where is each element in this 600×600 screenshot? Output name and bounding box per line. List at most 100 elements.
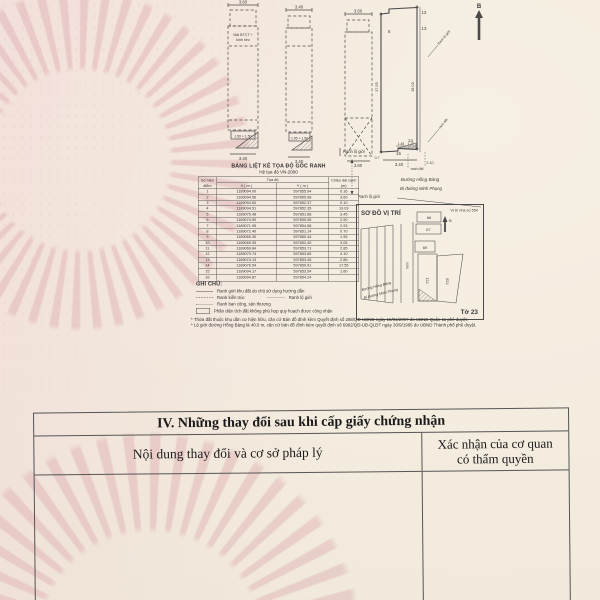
alley: hẻm xyxy=(400,222,414,303)
svg-text:ranh đất: ranh đất xyxy=(438,118,449,130)
sheet-label: Tờ 23 xyxy=(461,309,479,316)
point-label: 14 xyxy=(408,138,413,143)
section-iv-table: IV. Những thay đổi sau khi cấp giấy chứn… xyxy=(33,407,571,600)
dim-label: 2.10 xyxy=(426,161,433,165)
coord-cell: 597853.65 xyxy=(275,251,329,258)
legend-item: Ranh giới khu đất do chủ sử dụng hướng d… xyxy=(196,289,436,294)
coord-cell: 597853.45 xyxy=(275,256,329,264)
coord-cell: 597850.91 xyxy=(275,262,329,269)
legend-item: Ranh kiến trúc Ranh lộ giới xyxy=(196,295,436,300)
col-length: Chiều dài cạnh (m) xyxy=(328,176,360,189)
legend-label: Ranh kiến trúc xyxy=(217,295,245,300)
point-label: 13 xyxy=(422,26,427,31)
note-line: * Lộ giới đường Hồng Bàng là 40.0 m, căn… xyxy=(191,322,477,328)
dim-label: 1.45 xyxy=(398,142,405,146)
box-label: 1.50 + 1.50 xyxy=(234,135,251,139)
coord-cell xyxy=(328,273,360,282)
dim-label: 0.7 xyxy=(375,156,380,160)
site-location-map: SƠ ĐỒ VỊ TRÍ Vị trí nhà số 554 B hẻm xyxy=(356,204,484,320)
svg-text:ranh đất: ranh đất xyxy=(411,167,424,171)
dim-label: 3.40 xyxy=(295,5,304,10)
parcel-number: 721 xyxy=(425,277,430,284)
leader-annotation: Ranh lộ giới ranh đất xyxy=(427,29,452,143)
notes: * Thửa đất thuộc khu dân cư hiện hữu, că… xyxy=(191,317,577,328)
street-label: Đi đường Minh Phụng xyxy=(400,186,442,191)
box-label: 1.95 + 1.50 xyxy=(291,137,308,141)
section-iv-header-row: Nội dung thay đổi và cơ sở pháp lý Xác n… xyxy=(34,431,569,476)
site-map-title: SƠ ĐỒ VỊ TRÍ xyxy=(361,209,401,217)
site-map-drawing: SƠ ĐỒ VỊ TRÍ Vị trí nhà số 554 B hẻm xyxy=(360,209,479,316)
col-header-confirmation: Xác nhận của cơ quan có thẩm quyền xyxy=(437,435,553,467)
legend-item: Ranh ban công, sân thượng xyxy=(196,302,436,307)
svg-text:Ranh lộ giới: Ranh lộ giới xyxy=(437,29,452,45)
dim-label: 3.60 xyxy=(354,163,363,168)
north-arrow-icon: B xyxy=(442,216,452,232)
point-label: 6 xyxy=(388,29,391,34)
site-map-subtitle: Vị trí nhà số 554 xyxy=(450,209,478,213)
parcel-4-subject: 6 12 13 14 15 17.55 19.03 1.45 1.70 0.7 … xyxy=(374,5,434,167)
coord-cell: 17.55 xyxy=(328,262,360,269)
dim-label: 3.60 xyxy=(354,9,363,14)
parcel-2: 3.40 1.95 + 1.50 3.40 xyxy=(285,5,313,164)
parcel-number: 69 xyxy=(423,245,428,250)
dim-label: 3.40 xyxy=(395,162,404,167)
legend-label: Phần diện tích đất không phù hợp quy hoạ… xyxy=(214,308,333,314)
parcel-3: 3.60 3.60 xyxy=(344,9,373,168)
note-line: * Thửa đất thuộc khu dân cư hiện hữu, că… xyxy=(191,317,468,322)
svg-text:B: B xyxy=(477,4,482,10)
dashed-line-icon xyxy=(196,297,213,298)
neighbor-strips xyxy=(360,224,394,304)
dim-label: 3.40 xyxy=(295,159,304,164)
empty-cell-content xyxy=(34,471,424,600)
legend-label: Ranh lộ giới xyxy=(288,295,312,300)
cadastral-drawing: 3.60 Mái BTCT + kính kéo 1.50 + 1.50 3.4… xyxy=(227,0,483,208)
solid-line-icon xyxy=(196,290,213,292)
coord-cell: 4.10 xyxy=(328,251,360,258)
coord-cell: 2.86 xyxy=(328,256,360,264)
roof-note: kính kéo xyxy=(236,38,250,42)
coord-cell: 597854.24 xyxy=(275,273,329,282)
dim-label: 1.70 xyxy=(408,142,415,146)
point-label: 15 xyxy=(396,151,401,156)
section-iv-empty-body xyxy=(34,470,570,600)
legend-item: Phần diện tích đất không phù hợp quy hoạ… xyxy=(196,308,436,314)
svg-text:Đường Hồng Bàng: Đường Hồng Bàng xyxy=(361,281,391,292)
svg-text:Ranh lộ giới: Ranh lộ giới xyxy=(358,194,380,199)
dim-label: 3.60 xyxy=(239,0,248,5)
dotted-line-icon xyxy=(267,297,285,298)
roof-note: Mái BTCT + xyxy=(233,33,252,37)
coord-cell: 597853.54 xyxy=(275,268,329,275)
legend: GHI CHÚ: Ranh giới khu đất do chủ sử dụn… xyxy=(196,281,436,316)
alley-label: hẻm xyxy=(406,262,410,269)
fine-dotted-line-icon xyxy=(196,303,213,305)
numbered-parcels: 66 67 69 721 728 xyxy=(414,211,464,304)
parcel-number: 66 xyxy=(427,215,432,220)
legend-title: GHI CHÚ: xyxy=(196,281,223,287)
legend-label: Ranh ban công, sân thượng xyxy=(217,301,271,307)
coordinate-table-subtitle: Hệ tọa độ VN-2000 xyxy=(259,169,298,175)
coordinate-table: Số hiệu điểm Tọa độ Chiều dài cạnh (m) X… xyxy=(198,176,360,282)
parcel-1: 3.60 Mái BTCT + kính kéo 1.50 + 1.50 3.4… xyxy=(227,0,259,161)
dim-label: 3.40 xyxy=(239,156,248,161)
parcel-number: 67 xyxy=(426,227,431,232)
edge-length: 19.03 xyxy=(410,82,415,92)
col-point: Số hiệu điểm xyxy=(198,176,217,189)
col-header-content: Nội dung thay đổi và cơ sở pháp lý xyxy=(34,432,423,475)
north-arrow-icon: B xyxy=(475,4,483,40)
coord-cell: 1.60 xyxy=(328,268,360,275)
edge-length: 17.55 xyxy=(374,82,379,92)
legend-label: Ranh giới khu đất do chủ sử dụng hướng d… xyxy=(217,288,305,294)
coordinate-table-block: BẢNG LIỆT KÊ TỌA ĐỘ GÓC RANH Hệ tọa độ V… xyxy=(196,163,361,282)
